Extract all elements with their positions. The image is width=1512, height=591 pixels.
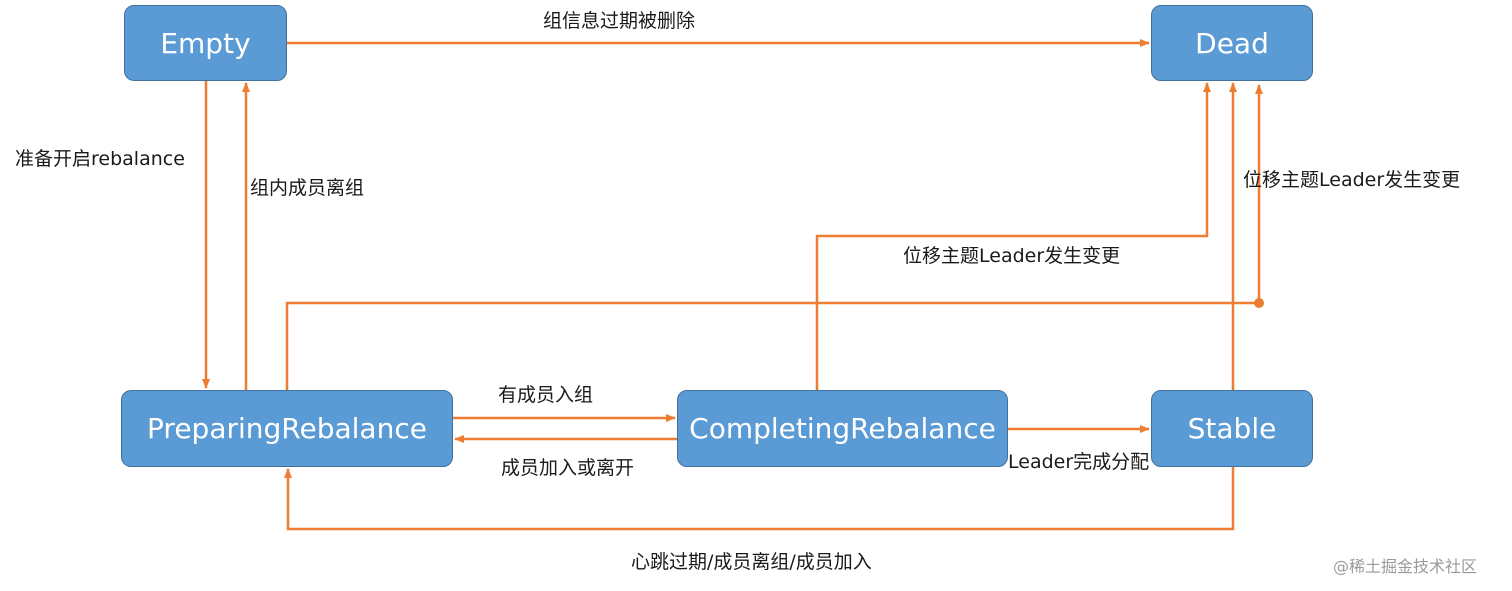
state-node-stable: Stable: [1151, 390, 1313, 467]
edge-label-empty-to-preparing: 准备开启rebalance: [15, 148, 185, 170]
edge-label-stable-to-dead: 位移主题Leader发生变更: [1243, 169, 1461, 191]
arrow-stable-to-preparing: [284, 467, 1235, 531]
watermark: @稀土掘金技术社区: [1333, 557, 1478, 576]
arrow-preparing-to-dead: [285, 84, 1263, 390]
edge-label-preparing-to-empty: 组内成员离组: [250, 177, 365, 199]
state-node-empty: Empty: [124, 5, 287, 81]
arrow-completing-to-dead: [815, 82, 1211, 390]
edge-label-completing-to-dead: 位移主题Leader发生变更: [903, 245, 1121, 267]
state-node-completing-rebalance: CompletingRebalance: [677, 390, 1008, 467]
edge-label-completing-to-stable: Leader完成分配: [1008, 451, 1150, 473]
edge-label-stable-to-preparing: 心跳过期/成员离组/成员加入: [631, 551, 872, 573]
edge-label-preparing-to-completing: 有成员入组: [498, 384, 594, 406]
edge-label-completing-to-preparing: 成员加入或离开: [501, 457, 635, 479]
state-node-preparing-rebalance: PreparingRebalance: [121, 390, 453, 467]
junction-dot: [1254, 298, 1264, 308]
edge-label-empty-to-dead: 组信息过期被删除: [543, 10, 696, 32]
state-node-dead: Dead: [1151, 5, 1313, 81]
